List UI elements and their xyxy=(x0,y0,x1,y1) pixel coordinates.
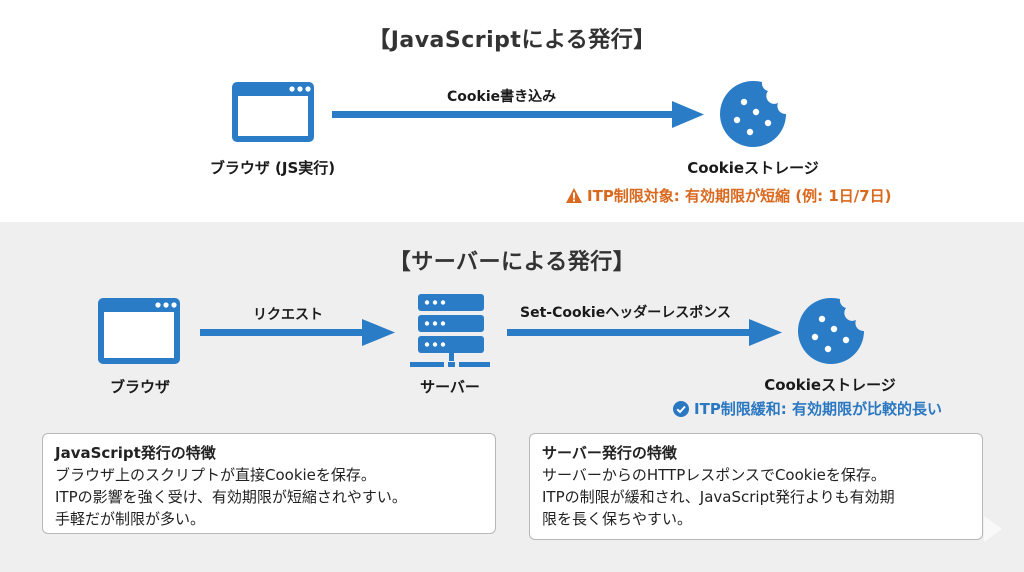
itp-relaxed-note: ITP制限緩和: 有効期限が比較的長い xyxy=(673,398,942,419)
set-cookie-response-arrow xyxy=(507,318,782,348)
server-browser-label: ブラウザ xyxy=(109,378,170,396)
browser-window-icon xyxy=(96,296,182,366)
request-arrow-label: リクエスト xyxy=(253,307,323,323)
js-features-line: ITPの影響を強く受け、有効期限が短縮されやすい。 xyxy=(55,488,407,506)
js-cookie-storage-label: Cookieストレージ xyxy=(687,159,819,177)
check-circle-icon xyxy=(673,400,689,417)
js-section-title: 【JavaScriptによる発行】 xyxy=(368,28,656,53)
server-icon xyxy=(410,292,490,372)
cookie-write-arrow xyxy=(332,100,704,130)
next-slide-arrow-icon[interactable] xyxy=(984,516,1002,542)
server-features-card-title: サーバー発行の特徴 xyxy=(542,444,677,462)
js-features-card-title: JavaScript発行の特徴 xyxy=(55,444,216,462)
cookie-icon xyxy=(796,296,866,366)
js-issuance-section: 【JavaScriptによる発行】 ブラウザ (JS実行) Cookie書き込み… xyxy=(0,0,1024,222)
request-arrow xyxy=(200,318,395,348)
server-features-line: 限を長く保ちやすい。 xyxy=(542,510,693,528)
itp-warning-note: ITP制限対象: 有効期限が短縮 (例: 1日/7日) xyxy=(566,185,892,206)
js-features-card: JavaScript発行の特徴 ブラウザ上のスクリプトが直接Cookieを保存。… xyxy=(42,433,496,534)
itp-relaxed-text: ITP制限緩和: 有効期限が比較的長い xyxy=(694,400,943,418)
browser-window-icon xyxy=(230,80,316,144)
js-features-line: 手軽だが制限が多い。 xyxy=(55,510,206,528)
cookie-write-arrow-label: Cookie書き込み xyxy=(447,89,557,105)
server-features-card: サーバー発行の特徴 サーバーからのHTTPレスポンスでCookieを保存。 IT… xyxy=(529,433,983,540)
server-issuance-section: 【サーバーによる発行】 ブラウザ リクエスト xyxy=(0,222,1024,572)
itp-warning-text: ITP制限対象: 有効期限が短縮 (例: 1日/7日) xyxy=(587,187,892,205)
server-cookie-storage-label: Cookieストレージ xyxy=(764,376,896,394)
server-features-line: ITPの制限が緩和され、JavaScript発行よりも有効期 xyxy=(542,488,895,506)
server-features-line: サーバーからのHTTPレスポンスでCookieを保存。 xyxy=(542,466,886,484)
set-cookie-response-arrow-label: Set-Cookieヘッダーレスポンス xyxy=(520,305,731,321)
server-label: サーバー xyxy=(420,378,480,396)
warning-icon xyxy=(566,188,582,203)
js-features-line: ブラウザ上のスクリプトが直接Cookieを保存。 xyxy=(55,466,376,484)
cookie-icon xyxy=(718,79,788,149)
js-browser-label: ブラウザ (JS実行) xyxy=(209,159,336,177)
server-section-title: 【サーバーによる発行】 xyxy=(388,250,636,275)
